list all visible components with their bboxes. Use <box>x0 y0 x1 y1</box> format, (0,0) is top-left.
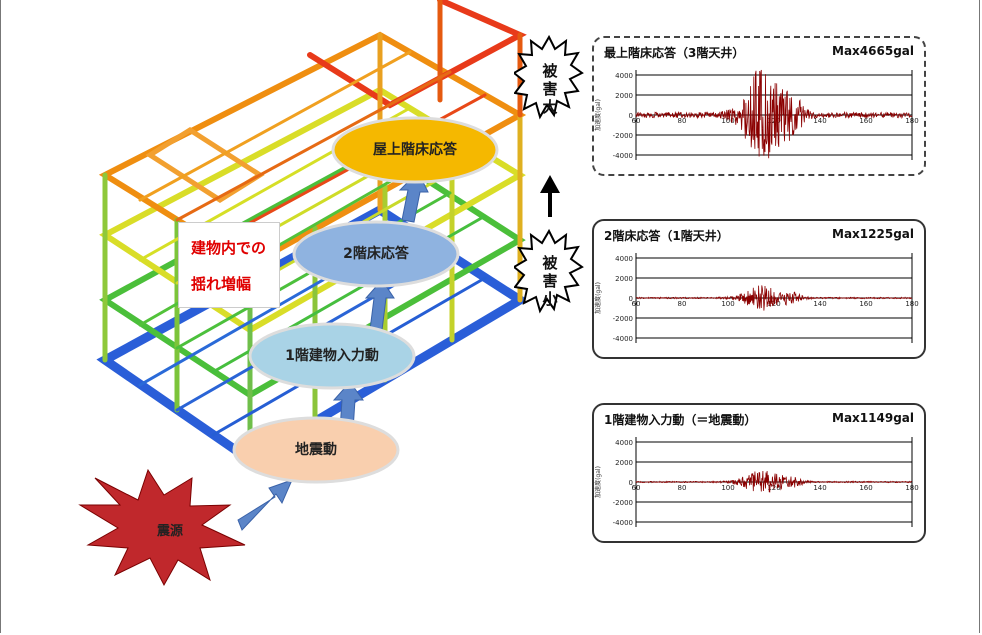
x-tick-label: 160 <box>859 484 872 492</box>
y-axis-label: 加速度(gal) <box>594 99 602 131</box>
waveform-chart: 加速度(gal) 4000 2000 0 -2000 -4000 60 80 100 120 140… <box>594 253 919 343</box>
building-frame <box>96 0 529 466</box>
x-tick-label: 160 <box>859 117 872 125</box>
stage-second-floor <box>292 220 460 288</box>
waveform-series <box>635 470 913 493</box>
arrow-first-to-second <box>364 279 395 331</box>
damage-large-char-1: 被 <box>542 62 558 80</box>
damage-small-char-1: 被 <box>542 254 558 272</box>
x-tick-label: 100 <box>721 484 734 492</box>
amplification-label-line-1: 建物内での <box>191 239 267 257</box>
y-tick-label: 0 <box>629 112 633 120</box>
x-tick-label: 120 <box>767 300 780 308</box>
y-tick-label: 0 <box>629 295 633 303</box>
x-tick-label: 60 <box>632 484 641 492</box>
damage-small-char-2: 害 <box>542 272 558 290</box>
damage-large-char-3: 大 <box>542 98 558 116</box>
y-tick-label: 4000 <box>615 72 633 80</box>
waveform-series <box>635 285 913 311</box>
x-tick-label: 180 <box>905 300 918 308</box>
stage-label-ground-motion: 地震動 <box>295 442 337 458</box>
waveform-series <box>635 69 913 159</box>
x-tick-label: 140 <box>813 484 826 492</box>
panel-first-floor-input: 1階建物入力動（＝地震動） Max1149gal 加速度(gal) 4000 200… <box>592 403 926 543</box>
damage-small-burst <box>514 228 584 314</box>
damage-large-char-2: 害 <box>542 80 558 98</box>
damage-indicators <box>514 35 584 314</box>
y-tick-label: 4000 <box>615 255 633 263</box>
x-tick-label: 100 <box>721 117 734 125</box>
y-tick-label: -2000 <box>613 132 633 140</box>
damage-large-burst <box>514 35 584 120</box>
y-tick-label: 2000 <box>615 275 633 283</box>
x-tick-label: 180 <box>905 484 918 492</box>
y-tick-label: 4000 <box>615 439 633 447</box>
panel-max: Max1149gal <box>832 411 914 425</box>
damage-small-label: 被 害 小 <box>540 254 560 308</box>
y-tick-label: -4000 <box>613 152 633 160</box>
x-tick-label: 160 <box>859 300 872 308</box>
panel-max: Max4665gal <box>832 44 914 58</box>
arrow-quake-to-ground <box>237 479 293 531</box>
stage-label-epicenter: 震源 <box>156 524 183 539</box>
flow-arrows <box>237 171 429 531</box>
damage-large-label: 被 害 大 <box>540 62 560 116</box>
x-tick-label: 60 <box>632 117 641 125</box>
amplification-label-line-2: 揺れ増幅 <box>191 275 252 293</box>
y-tick-label: 2000 <box>615 92 633 100</box>
x-tick-label: 180 <box>905 117 918 125</box>
x-tick-label: 80 <box>678 117 687 125</box>
panel-title: 最上階床応答（3階天井） <box>604 46 745 60</box>
x-tick-label: 80 <box>678 300 687 308</box>
y-tick-label: -4000 <box>613 519 633 527</box>
panel-max: Max1225gal <box>832 227 914 241</box>
stage-first-floor-input <box>248 322 416 390</box>
y-tick-label: -4000 <box>613 335 633 343</box>
x-tick-label: 140 <box>813 300 826 308</box>
building-diagram <box>78 0 529 587</box>
x-tick-label: 60 <box>632 300 641 308</box>
stage-label-roof: 屋上階床応答 <box>373 142 457 158</box>
panel-title: 1階建物入力動（＝地震動） <box>604 413 757 427</box>
panel-roof-response: 最上階床応答（3階天井） Max4665gal 加速度(gal) 4000 2000… <box>592 36 926 176</box>
stage-label-second-floor: 2階床応答 <box>343 246 409 262</box>
panel-title: 2階床応答（1階天井） <box>604 229 729 243</box>
stage-ground-motion <box>232 416 400 484</box>
y-tick-label: 0 <box>629 479 633 487</box>
stage-roof <box>331 116 499 184</box>
damage-small-char-3: 小 <box>542 290 558 308</box>
y-tick-label: -2000 <box>613 499 633 507</box>
stage-label-first-floor-input: 1階建物入力動 <box>285 348 379 364</box>
y-axis-label: 加速度(gal) <box>594 282 602 314</box>
x-tick-label: 100 <box>721 300 734 308</box>
x-tick-label: 140 <box>813 117 826 125</box>
y-tick-label: -2000 <box>613 315 633 323</box>
panel-second-floor-response: 2階床応答（1階天井） Max1225gal 加速度(gal) 4000 2000 0… <box>592 219 926 359</box>
x-tick-label: 80 <box>678 484 687 492</box>
amplification-label-box: 建物内での 揺れ増幅 <box>178 222 280 308</box>
y-axis-label: 加速度(gal) <box>594 466 602 498</box>
damage-up-arrow <box>540 175 560 217</box>
epicenter-burst <box>78 468 246 587</box>
y-tick-label: 2000 <box>615 459 633 467</box>
